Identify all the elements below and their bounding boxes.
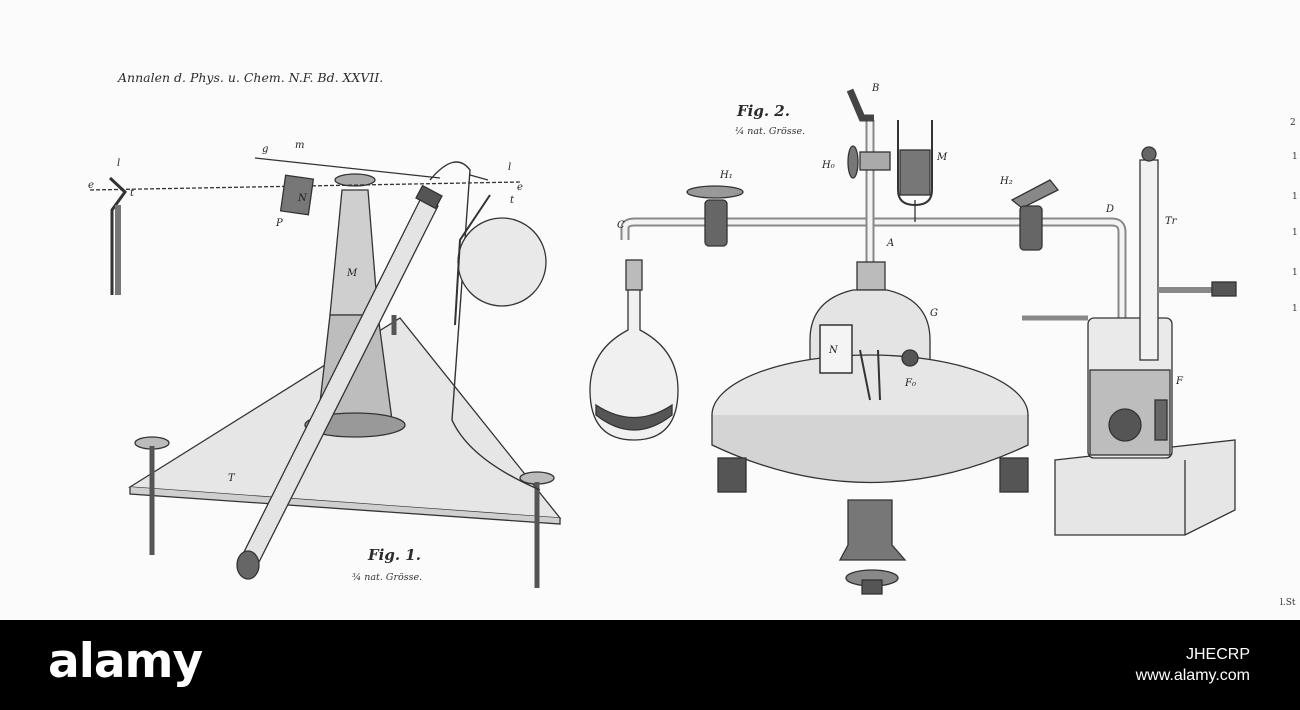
fig1-label-t-right: t xyxy=(510,195,515,206)
apparatus-illustration xyxy=(89,88,1237,595)
fig2-label-n: N xyxy=(829,345,838,356)
fig2-valve-h2 xyxy=(1010,179,1060,209)
fig1-label-g: g xyxy=(262,144,269,155)
fig2-support-block xyxy=(1054,439,1236,536)
fig1-label-e: e xyxy=(88,180,94,191)
brand-logo: alamy xyxy=(48,634,203,689)
site-url: www.alamy.com xyxy=(1135,667,1250,684)
fig1-sphere xyxy=(457,217,547,307)
fig2-label-d: D xyxy=(1106,204,1115,215)
fig2-label-f0: F₀ xyxy=(905,378,916,389)
fig2-label-a: A xyxy=(887,238,895,249)
edge-mark: l.St xyxy=(1280,598,1296,608)
watermark-banner xyxy=(0,620,1300,710)
fig1-pillar xyxy=(329,189,379,316)
fig2-scale: ¼ nat. Grösse. xyxy=(735,126,806,137)
fig1-label-l: l xyxy=(117,158,121,169)
image-id: JHECRP xyxy=(1185,646,1250,663)
fig2-title: Fig. 2. xyxy=(737,102,790,120)
fig1-scale: ¾ nat. Grösse. xyxy=(352,572,423,583)
fig1-label-m: m xyxy=(295,140,305,151)
fig2-center-stand xyxy=(838,499,907,561)
fig2-label-tr: Tr xyxy=(1165,216,1177,227)
fig2-label-h1: H₁ xyxy=(720,170,733,181)
fig2-label-h2: H₂ xyxy=(1000,176,1013,187)
fig2-label-c: C xyxy=(617,220,625,231)
fig1-label-t-base: T xyxy=(228,473,235,484)
edge-mark: 1 xyxy=(1292,152,1298,162)
fig2-thermometer xyxy=(1139,159,1159,361)
edge-mark: 1 xyxy=(1292,228,1298,238)
edge-mark: 1 xyxy=(1292,192,1298,202)
fig2-label-b: B xyxy=(872,83,880,94)
fig2-label-m: M xyxy=(937,152,948,163)
fig1-label-n: N xyxy=(298,193,307,204)
fig2-label-h0: H₀ xyxy=(822,160,835,171)
fig2-valve-h0 xyxy=(847,145,859,179)
fig1-label-m-pillar: M xyxy=(347,268,358,279)
fig1-label-e-right: e xyxy=(517,182,523,193)
edge-mark: 1 xyxy=(1292,268,1298,278)
fig1-label-p: P xyxy=(276,218,283,229)
fig1-mirror xyxy=(279,174,315,216)
fig1-label-t: t xyxy=(130,188,135,199)
fig2-label-f: F xyxy=(1176,376,1183,387)
edge-mark: 2 xyxy=(1290,118,1296,128)
fig2-flask xyxy=(589,289,679,441)
edge-mark: 1 xyxy=(1292,304,1298,314)
engraving-plate: Annalen d. Phys. u. Chem. N.F. Bd. XXVII… xyxy=(88,70,1298,608)
fig2-valve-h1 xyxy=(686,185,744,199)
fig1-label-l-right: l xyxy=(508,162,512,173)
fig2-label-g: G xyxy=(930,308,938,319)
fig1-title: Fig. 1. xyxy=(368,546,421,564)
journal-header: Annalen d. Phys. u. Chem. N.F. Bd. XXVII… xyxy=(118,70,384,85)
